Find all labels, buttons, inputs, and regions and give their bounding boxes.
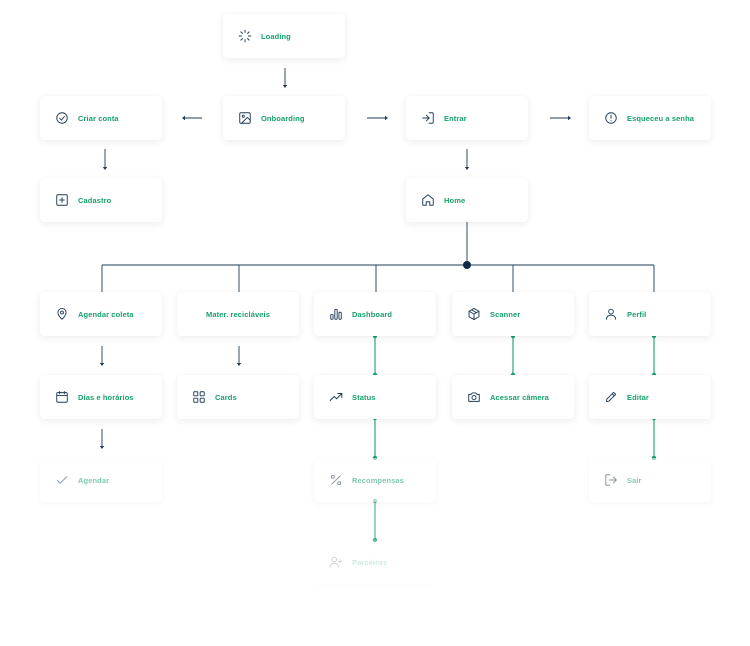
node-esqueceu-senha[interactable]: Esqueceu a senha xyxy=(589,96,711,140)
check-icon xyxy=(55,473,69,487)
node-label: Cadastro xyxy=(78,195,112,205)
calendar-icon xyxy=(55,390,69,404)
node-sair[interactable]: Sair xyxy=(589,458,711,502)
link-recompensas-parceiros-end-dot xyxy=(372,537,378,543)
link-onboarding-entrar-arrowhead xyxy=(385,115,388,121)
node-label: Home xyxy=(444,195,466,205)
link-criar-cadastro-arrowhead xyxy=(102,167,108,170)
node-label: Editar xyxy=(627,392,649,402)
node-label: Agendar coleta xyxy=(78,309,134,319)
node-entrar[interactable]: Entrar xyxy=(406,96,528,140)
node-cards[interactable]: Cards xyxy=(177,375,299,419)
link-dias-agendar-arrowhead xyxy=(99,446,105,449)
node-label: Onboarding xyxy=(261,113,305,123)
node-dias-horarios[interactable]: Dias e horários xyxy=(40,375,162,419)
node-label: Agendar xyxy=(78,475,110,485)
node-dashboard[interactable]: Dashboard xyxy=(314,292,436,336)
image-icon xyxy=(238,111,252,125)
camera-icon xyxy=(467,390,481,404)
link-materiais-cards-arrowhead xyxy=(236,363,242,366)
node-label: Acessar câmera xyxy=(490,392,549,402)
node-label: Sair xyxy=(627,475,642,485)
node-label: Dias e horários xyxy=(78,392,134,402)
link-entrar-home-arrowhead xyxy=(464,167,470,170)
user-icon xyxy=(604,307,618,321)
home-icon xyxy=(421,193,435,207)
link-perfil-editar-group xyxy=(651,333,657,378)
node-loading[interactable]: Loading xyxy=(223,14,345,58)
node-label: Status xyxy=(352,392,376,402)
logout-icon xyxy=(604,473,618,487)
loading-icon xyxy=(238,29,252,43)
node-label: Parceiros xyxy=(352,557,388,567)
node-label: Scanner xyxy=(490,309,521,319)
login-icon xyxy=(421,111,435,125)
pencil-icon xyxy=(604,390,618,404)
alert-circle-icon xyxy=(604,111,618,125)
node-label: Recompensas xyxy=(352,475,404,485)
node-label: Criar conta xyxy=(78,113,119,123)
node-editar[interactable]: Editar xyxy=(589,375,711,419)
link-entrar-esqueceu-arrowhead xyxy=(568,115,571,121)
link-status-recompensas-group xyxy=(372,415,378,461)
grid-icon xyxy=(192,390,206,404)
link-loading-onboarding-arrowhead xyxy=(282,85,288,88)
node-status[interactable]: Status xyxy=(314,375,436,419)
percent-icon xyxy=(329,473,343,487)
node-criar-conta[interactable]: Criar conta xyxy=(40,96,162,140)
node-home[interactable]: Home xyxy=(406,178,528,222)
node-recompensas[interactable]: Recompensas xyxy=(314,458,436,502)
user-plus-icon xyxy=(329,555,343,569)
link-onboarding-criar-arrowhead xyxy=(182,115,185,121)
node-scanner[interactable]: Scanner xyxy=(452,292,574,336)
node-label: Loading xyxy=(261,31,291,41)
bar-chart-icon xyxy=(329,307,343,321)
node-label: Esqueceu a senha xyxy=(627,113,695,123)
node-acessar-camera[interactable]: Acessar câmera xyxy=(452,375,574,419)
node-onboarding[interactable]: Onboarding xyxy=(223,96,345,140)
map-pin-icon xyxy=(55,307,69,321)
trending-up-icon xyxy=(329,390,343,404)
node-label: Entrar xyxy=(444,113,467,123)
box-icon xyxy=(467,307,481,321)
node-label: Cards xyxy=(215,392,237,402)
node-agendar-coleta[interactable]: Agendar coleta xyxy=(40,292,162,336)
node-label: Dashboard xyxy=(352,309,393,319)
link-scanner-camera-group xyxy=(510,333,516,378)
node-perfil[interactable]: Perfil xyxy=(589,292,711,336)
link-dashboard-status-group xyxy=(372,333,378,378)
link-recompensas-parceiros-group xyxy=(372,498,378,543)
node-materiais-reciclaveis[interactable]: Mater. recicláveis xyxy=(177,292,299,336)
junction-dot xyxy=(463,261,471,269)
link-editar-sair-group xyxy=(651,415,657,461)
node-label: Perfil xyxy=(627,309,647,319)
check-circle-icon xyxy=(55,111,69,125)
node-parceiros[interactable]: Parceiros xyxy=(314,540,436,584)
node-cadastro[interactable]: Cadastro xyxy=(40,178,162,222)
link-agendar-dias-arrowhead xyxy=(99,363,105,366)
node-agendar[interactable]: Agendar xyxy=(40,458,162,502)
plus-square-icon xyxy=(55,193,69,207)
node-label: Mater. recicláveis xyxy=(206,309,270,319)
